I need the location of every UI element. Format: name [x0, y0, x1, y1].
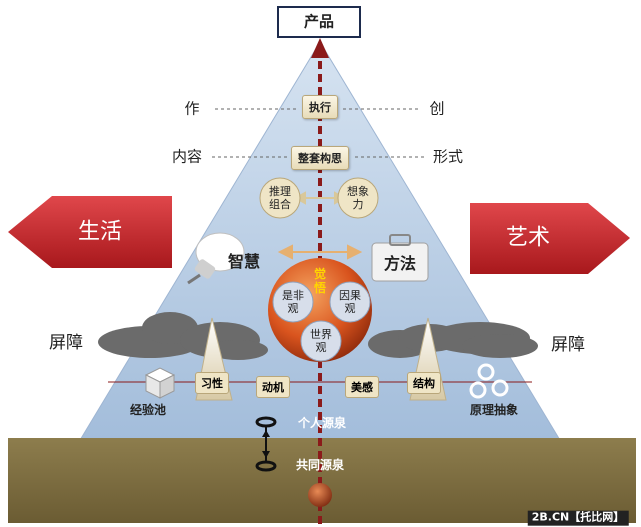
lightbulb-icon: [187, 232, 245, 285]
habit-tag: 习性: [195, 372, 229, 394]
personal-source-label: 个人源泉: [297, 416, 347, 431]
product-box: [277, 6, 361, 38]
common-source-label: 共同源泉: [295, 458, 345, 473]
briefcase-icon: [371, 234, 429, 282]
axis-arrowhead: [311, 38, 329, 58]
reasoning-circle: [259, 177, 301, 219]
wisdom-label: 智慧: [227, 251, 261, 271]
wisdom-method-arrow: [277, 244, 363, 260]
life-arrow-shape: [8, 196, 172, 268]
execute-box: 执行: [302, 95, 338, 119]
motivation-tag: 动机: [256, 376, 290, 398]
life-label: 生活: [77, 219, 123, 245]
imagination-label: 想象 力: [347, 184, 369, 211]
content-label: 内容: [171, 147, 203, 166]
structure-tag: 结构: [407, 372, 441, 394]
left-cloud: [98, 312, 268, 360]
art-label: 艺术: [505, 225, 551, 251]
principle-abstraction-label: 原理抽象: [469, 403, 519, 418]
guide-lines: [212, 108, 425, 158]
form-label: 形式: [432, 147, 464, 166]
aesthetics-tag: 美感: [345, 376, 379, 398]
integrated-idea-box: 整套构思: [291, 146, 349, 170]
right-cloud: [368, 322, 538, 358]
imagination-circle: [337, 177, 379, 219]
chuang-label: 创: [429, 99, 445, 118]
product-label: 产品: [303, 12, 335, 31]
right-wrong-label: 是非 观: [282, 288, 304, 315]
barrier-left-label: 屏障: [49, 333, 83, 354]
cause-effect-label: 因果 观: [339, 288, 361, 315]
barrier-right-label: 屏障: [551, 335, 585, 356]
zuo-label: 作: [184, 99, 200, 118]
worldview-label: 世界 观: [310, 327, 332, 354]
method-label: 方法: [383, 253, 417, 273]
source-ball: [308, 483, 332, 507]
art-arrow-shape: [470, 203, 630, 274]
right-wrong-circle: [272, 281, 314, 323]
watermark: 2B.CN【托比网】: [527, 510, 629, 526]
reasoning-label: 推理 组合: [269, 184, 291, 211]
enlightenment-label: 觉 悟: [313, 267, 327, 295]
cube-icon: [144, 367, 176, 399]
molecule-icon: [469, 363, 509, 399]
experience-pool-label: 经验池: [129, 403, 167, 418]
worldview-circle: [300, 320, 342, 362]
cause-effect-circle: [329, 281, 371, 323]
